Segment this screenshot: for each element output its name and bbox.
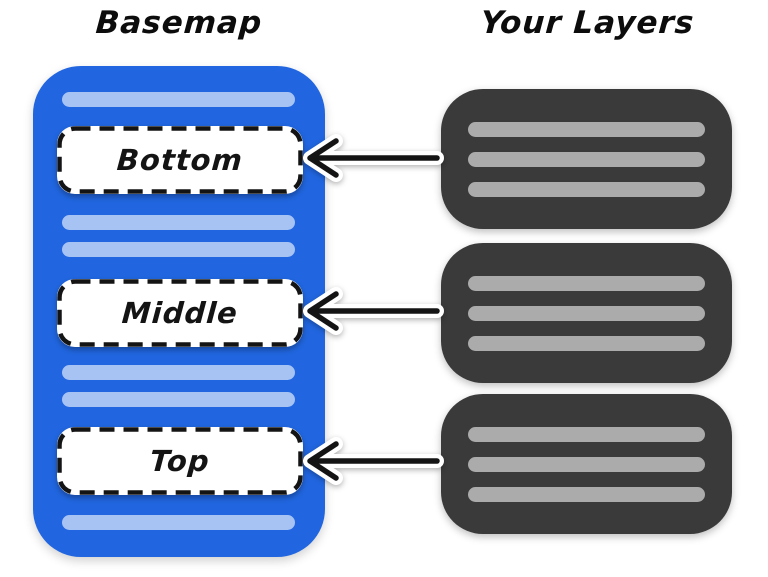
basemap-bar bbox=[62, 392, 295, 407]
basemap-bar bbox=[62, 365, 295, 380]
layer-box-3 bbox=[441, 394, 732, 534]
arrow-left-icon bbox=[303, 437, 444, 485]
layer-bar bbox=[468, 457, 705, 472]
layer-box-1 bbox=[441, 89, 732, 229]
layer-bar bbox=[468, 336, 705, 351]
layer-bar bbox=[468, 487, 705, 502]
dashed-outline-icon bbox=[57, 279, 303, 347]
slot-top: Top bbox=[57, 427, 303, 495]
layer-box-2 bbox=[441, 243, 732, 383]
slot-top-label: Top bbox=[148, 444, 212, 478]
layer-bar bbox=[468, 427, 705, 442]
slot-bottom-label: Bottom bbox=[115, 143, 245, 177]
basemap-bar bbox=[62, 515, 295, 530]
layer-bar bbox=[468, 182, 705, 197]
slot-bottom: Bottom bbox=[57, 126, 303, 194]
arrow-left-icon bbox=[303, 287, 444, 335]
arrow-left-icon bbox=[303, 134, 444, 182]
layer-bar bbox=[468, 276, 705, 291]
slot-middle-label: Middle bbox=[120, 296, 240, 330]
dashed-outline-icon bbox=[57, 126, 303, 194]
layer-bar bbox=[468, 122, 705, 137]
layer-bar bbox=[468, 306, 705, 321]
basemap-panel: Bottom Middle Top bbox=[33, 66, 325, 557]
layer-bar bbox=[468, 152, 705, 167]
basemap-title: Basemap bbox=[94, 5, 264, 41]
basemap-bar bbox=[62, 215, 295, 230]
your-layers-title: Your Layers bbox=[479, 5, 696, 41]
slot-middle: Middle bbox=[57, 279, 303, 347]
dashed-outline-icon bbox=[57, 427, 303, 495]
basemap-bar bbox=[62, 92, 295, 107]
basemap-bar bbox=[62, 242, 295, 257]
